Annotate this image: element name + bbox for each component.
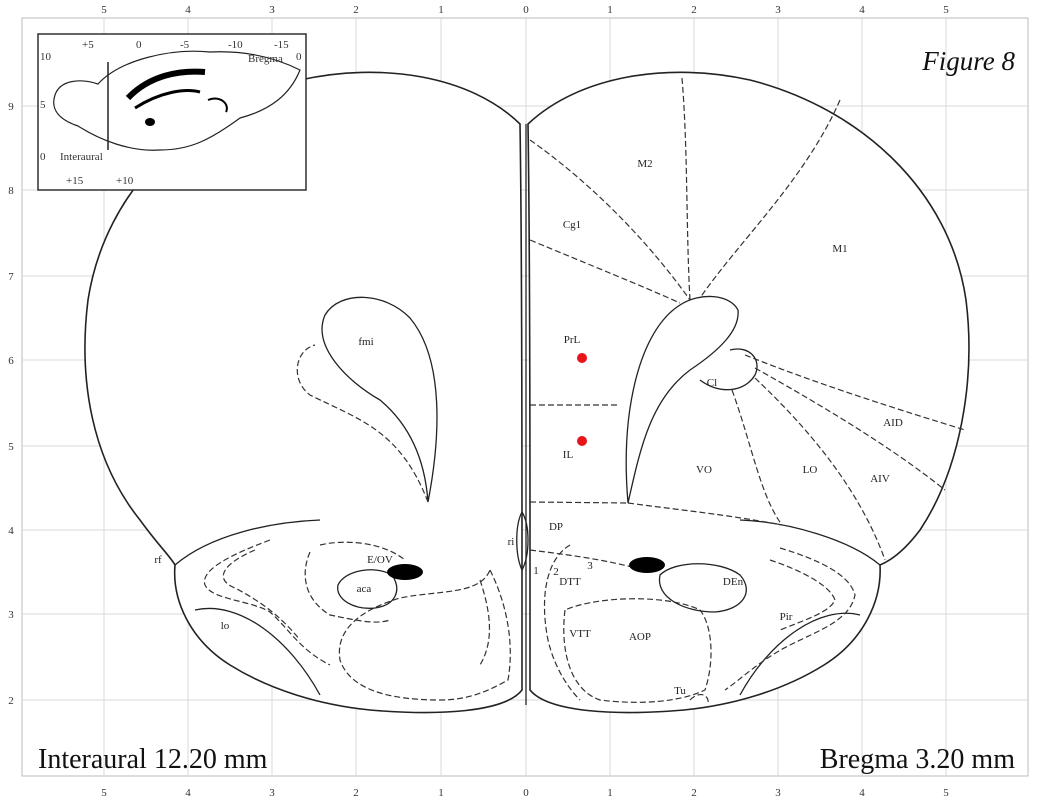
label-lo-left: lo (221, 620, 230, 632)
left-tick: 8 (8, 185, 14, 197)
label-rf: rf (154, 554, 162, 566)
bottom-tick: 3 (775, 787, 781, 799)
label-aid: AID (883, 417, 903, 429)
inset-top-number: +5 (82, 39, 94, 51)
label-ri: ri (508, 536, 515, 548)
inset-top-number: -10 (228, 39, 243, 51)
inset-top-number: -15 (274, 39, 289, 51)
inset-sagittal-diagram: 10 +5 0 -5 -10 -15 5 0 0 Bregma Interaur… (38, 34, 306, 190)
label-tu: Tu (674, 685, 686, 697)
left-tick: 5 (8, 441, 14, 453)
bottom-tick: 4 (859, 787, 865, 799)
inset-top-number: 0 (136, 39, 142, 51)
left-tick: 3 (8, 609, 14, 621)
label-layer-1: 1 (533, 565, 539, 577)
label-aca: aca (357, 583, 372, 595)
inset-bregma-label: Bregma (248, 53, 283, 65)
inset-interaural-label: Interaural (60, 151, 103, 163)
top-tick: 1 (438, 4, 444, 16)
bottom-tick: 0 (523, 787, 529, 799)
top-tick: 5 (943, 4, 949, 16)
left-tick: 9 (8, 101, 14, 113)
label-pir: Pir (780, 611, 793, 623)
marker-prl (577, 353, 587, 363)
label-aiv: AIV (870, 473, 890, 485)
inset-left-number: 5 (40, 99, 46, 111)
left-axis-ticks: 9 8 7 6 5 4 3 2 (8, 101, 14, 707)
bottom-tick: 1 (607, 787, 613, 799)
label-layer-3: 3 (587, 560, 593, 572)
top-tick: 0 (523, 4, 529, 16)
label-lo-right: LO (803, 464, 818, 476)
top-tick: 2 (353, 4, 359, 16)
label-ci: Cl (707, 377, 717, 389)
label-prl: PrL (564, 334, 581, 346)
inset-bottom-number: +10 (116, 175, 134, 187)
inset-top-number: 10 (40, 51, 52, 63)
label-vo: VO (696, 464, 712, 476)
figure-title: Figure 8 (921, 46, 1015, 76)
inset-top-number: -5 (180, 39, 190, 51)
inset-left-number: 0 (40, 151, 46, 163)
e-ov-blob-left (387, 564, 423, 580)
top-tick: 1 (607, 4, 613, 16)
top-tick: 4 (859, 4, 865, 16)
interaural-caption: Interaural 12.20 mm (38, 744, 268, 775)
bottom-tick: 3 (269, 787, 275, 799)
bottom-tick: 5 (101, 787, 107, 799)
right-hemisphere (528, 72, 969, 712)
label-e-ov: E/OV (367, 554, 393, 566)
top-tick: 3 (775, 4, 781, 16)
bregma-caption: Bregma 3.20 mm (820, 744, 1015, 775)
bottom-tick: 1 (438, 787, 444, 799)
top-tick: 4 (185, 4, 191, 16)
label-den: DEn (723, 576, 744, 588)
top-axis-ticks: 5 4 3 2 1 0 1 2 3 4 5 (101, 4, 949, 16)
marker-il (577, 436, 587, 446)
label-fmi: fmi (358, 336, 373, 348)
label-dtt: DTT (559, 576, 581, 588)
inset-bottom-number: +15 (66, 175, 84, 187)
label-layer-2: 2 (553, 566, 559, 578)
left-tick: 6 (8, 355, 14, 367)
bottom-tick: 5 (943, 787, 949, 799)
left-tick: 4 (8, 525, 14, 537)
label-aop: AOP (629, 631, 651, 643)
top-tick: 3 (269, 4, 275, 16)
label-m2: M2 (637, 158, 652, 170)
bottom-tick: 4 (185, 787, 191, 799)
left-tick: 7 (8, 271, 14, 283)
bottom-tick: 2 (353, 787, 359, 799)
label-cg1: Cg1 (563, 219, 581, 231)
bottom-axis-ticks: 5 4 3 2 1 0 1 2 3 4 5 (101, 787, 949, 799)
label-m1: M1 (832, 243, 847, 255)
label-vtt: VTT (569, 628, 591, 640)
top-tick: 5 (101, 4, 107, 16)
left-tick: 2 (8, 695, 14, 707)
label-dp: DP (549, 521, 563, 533)
top-tick: 2 (691, 4, 697, 16)
bottom-tick: 2 (691, 787, 697, 799)
label-il: IL (563, 449, 574, 461)
e-ov-blob-right (629, 557, 665, 573)
inset-right-number: 0 (296, 51, 302, 63)
